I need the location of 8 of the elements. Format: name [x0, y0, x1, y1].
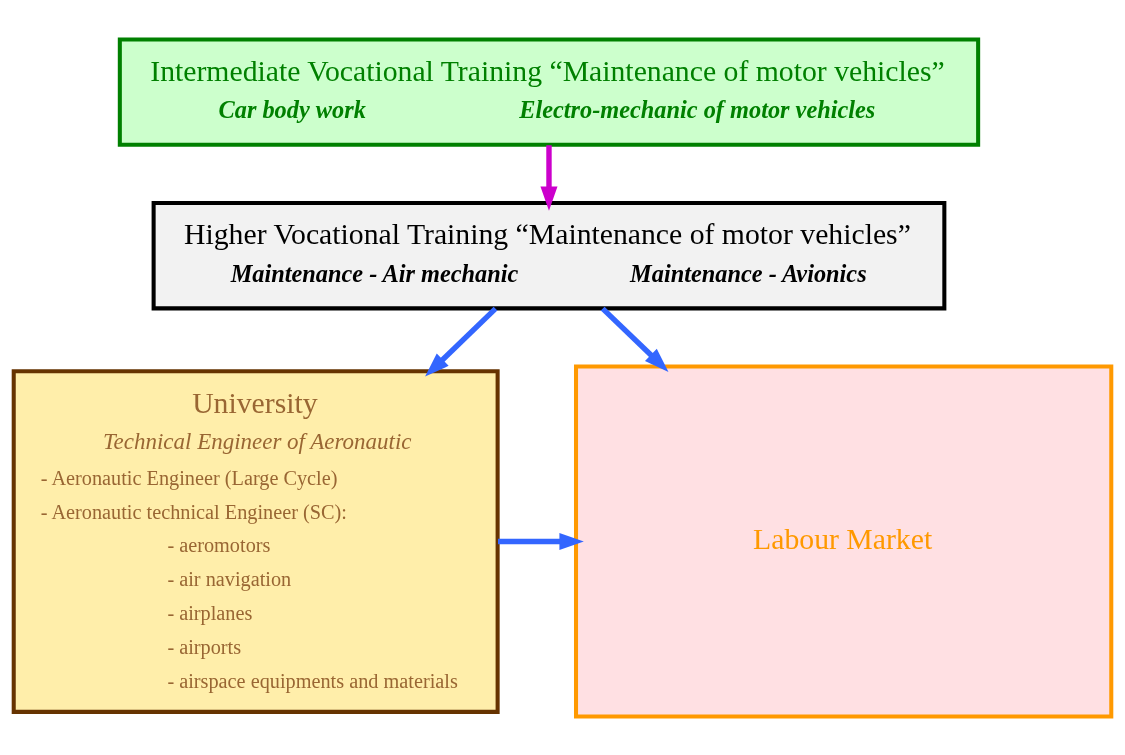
arrow	[498, 532, 584, 550]
arrow	[600, 306, 669, 372]
arrow	[540, 144, 558, 211]
arrow	[425, 306, 498, 377]
node-box: University Technical Engineer of Aeronautic - Aeronautic Engineer (Large Cycle) - Aeronautic technical Engineer (SC): - aeromotors - air navigation - airplanes - airports - airspace equipments and materials	[11, 368, 500, 714]
node-box: Higher Vocational Training “Maintenance of motor vehicles” Maintenance - Air mechanic Maintenance - Avionics	[151, 200, 947, 310]
node-box: Labour Market	[574, 364, 1114, 719]
node-box: Intermediate Vocational Training “Maintenance of motor vehicles” Car body work Electro-mechanic of motor vehicles	[117, 36, 981, 147]
